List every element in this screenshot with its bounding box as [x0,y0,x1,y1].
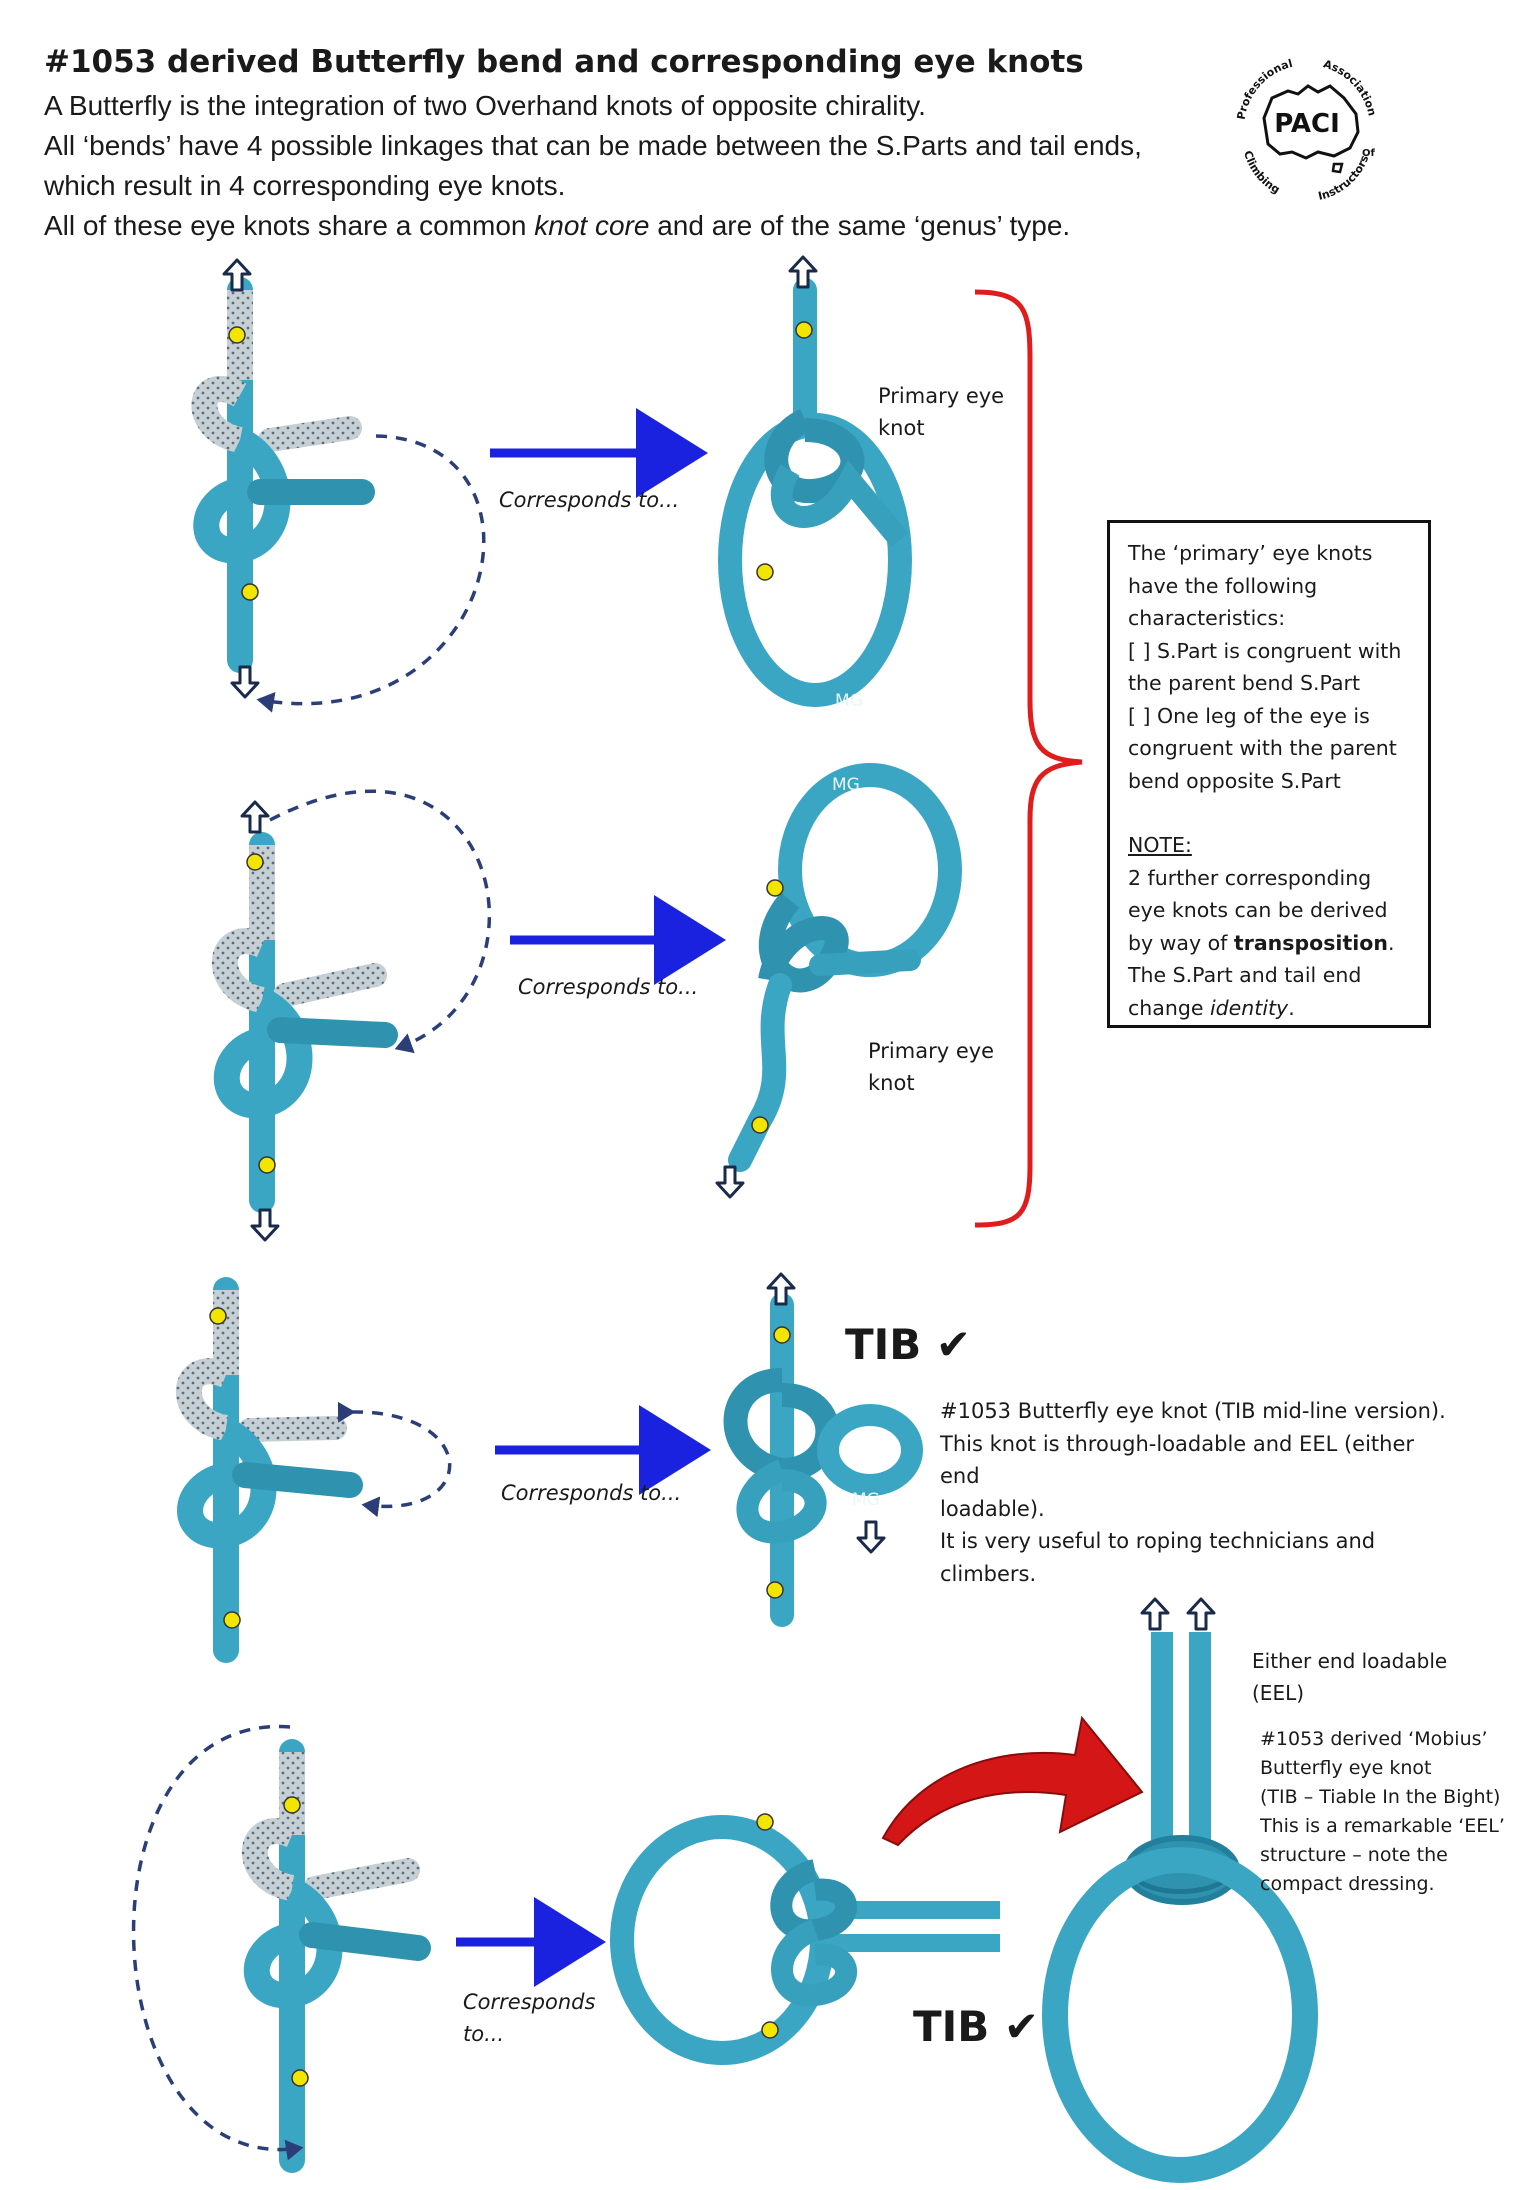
identity-emphasis: identity [1209,995,1289,1020]
red-brace [974,289,1083,1228]
intro-line-2: All ‘bends’ have 4 possible linkages tha… [44,130,1142,161]
note-heading: NOTE: [1128,833,1192,857]
tib-mark-4: TIB ✔ [913,2002,1040,2051]
butterfly-eye-knot-description: #1053 Butterfly eye knot (TIB mid-line v… [940,1399,1446,1586]
paci-logo: PACI Professional Association Climbing I… [1235,57,1379,203]
bend-diagram-3 [176,1277,452,1663]
eye-knot-diagram-3: MG [723,1272,923,1627]
checkmark-icon: ✔ [1003,2002,1040,2051]
mobius-description: #1053 derived ‘Mobius’ Butterfly eye kno… [1260,1728,1505,1895]
characteristics-infobox: The ‘primary’ eye knots have the followi… [1107,520,1431,1028]
australia-map-icon [1262,84,1360,174]
corresponds-label-1: Corresponds to... [499,488,680,512]
corresponds-label-2: Corresponds to... [518,975,699,999]
corresponds-label-4a: Corresponds [463,1990,596,2014]
corresponds-label-4b: to... [463,2022,505,2046]
tib-mark-3: TIB ✔ [845,1320,972,1369]
checkmark-icon: ✔ [935,1320,972,1369]
logo-text-of: Of [1362,148,1376,159]
mg-watermark-1: MG [835,691,863,711]
intro-line-3: which result in 4 corresponding eye knot… [44,170,566,201]
intro-line-4: All of these eye knots share a common kn… [44,210,1071,241]
mg-watermark-2: MG [832,775,860,795]
eye-knot-diagram-4 [610,1813,1000,2065]
knot-core-emphasis: knot core [534,210,650,241]
page-title: #1053 derived Butterfly bend and corresp… [44,44,1084,80]
mobius-eye-knot [1042,1597,1318,2183]
eye-knot-diagram-2: MG [715,763,962,1199]
corresponds-label-3: Corresponds to... [501,1481,682,1505]
bend-diagram-2 [211,789,492,1242]
bend-diagram-4 [131,1725,431,2173]
primary-eye-knot-label-1: Primary eye knot [878,384,1005,440]
eel-label: Either end loadable (EEL) [1252,1649,1448,1705]
eye-knot-diagram-1: MG [718,255,912,711]
intro-line-1: A Butterfly is the integration of two Ov… [44,90,926,121]
mg-watermark-3: MG [852,1490,880,1510]
red-curved-arrow [881,1715,1144,1847]
transposition-emphasis: transposition [1233,930,1388,955]
intro-text: A Butterfly is the integration of two Ov… [44,86,1142,246]
bend-diagram-1 [191,258,486,713]
primary-eye-knot-label-2: Primary eye knot [868,1039,995,1095]
logo-center-text: PACI [1274,109,1340,139]
